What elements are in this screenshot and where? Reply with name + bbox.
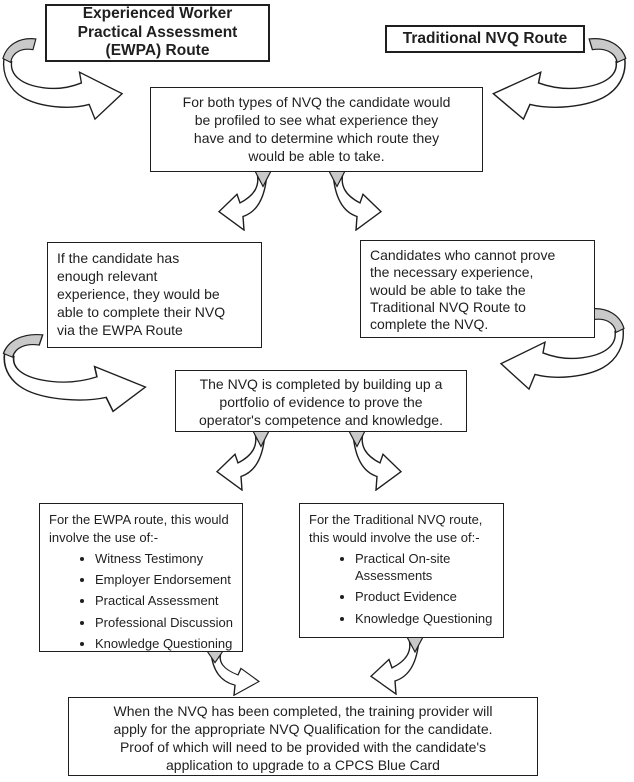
traditional-methods-intro: For the Traditional NVQ route, this woul… (309, 512, 483, 545)
node-traditional-fallback: Candidates who cannot prove the necessar… (360, 240, 595, 338)
node-ewpa-route-header: Experienced Worker Practical Assessment … (45, 4, 270, 62)
ewpa-header-label: Experienced Worker Practical Assessment … (77, 5, 238, 60)
list-item: Witness Testimony (95, 550, 233, 567)
arrow-profiling-to-traditional-fallback (328, 171, 382, 231)
arrow-portfolio-to-traditional-methods (348, 431, 402, 491)
traditional-methods-list: Practical On-site AssessmentsProduct Evi… (309, 550, 494, 627)
traditional-header-label: Traditional NVQ Route (402, 29, 568, 47)
node-ewpa-methods: For the EWPA route, this would involve t… (39, 503, 243, 652)
node-profiling: For both types of NVQ the candidate woul… (150, 87, 483, 172)
node-traditional-route-header: Traditional NVQ Route (385, 25, 585, 53)
arrow-profiling-to-ewpa-eligible (218, 171, 272, 231)
list-item: Practical On-site Assessments (355, 550, 494, 584)
node-traditional-methods: For the Traditional NVQ route, this woul… (299, 503, 504, 638)
node-ewpa-eligible: If the candidate has enough relevant exp… (47, 242, 262, 348)
list-item: Practical Assessment (95, 592, 233, 609)
list-item: Product Evidence (355, 588, 494, 605)
list-item: Knowledge Questioning (95, 635, 233, 652)
arrow-ewpa-methods-to-completion (206, 651, 260, 696)
ewpa-methods-list: Witness TestimonyEmployer EndorsementPra… (49, 550, 233, 652)
list-item: Knowledge Questioning (355, 610, 494, 627)
ewpa-methods-intro: For the EWPA route, this would involve t… (49, 512, 229, 545)
arrow-traditional-methods-to-completion (370, 637, 424, 695)
node-completion: When the NVQ has been completed, the tra… (68, 697, 538, 776)
list-item: Professional Discussion (95, 614, 233, 631)
list-item: Employer Endorsement (95, 571, 233, 588)
node-portfolio: The NVQ is completed by building up a po… (175, 370, 467, 432)
arrow-portfolio-to-ewpa-methods (216, 431, 270, 491)
